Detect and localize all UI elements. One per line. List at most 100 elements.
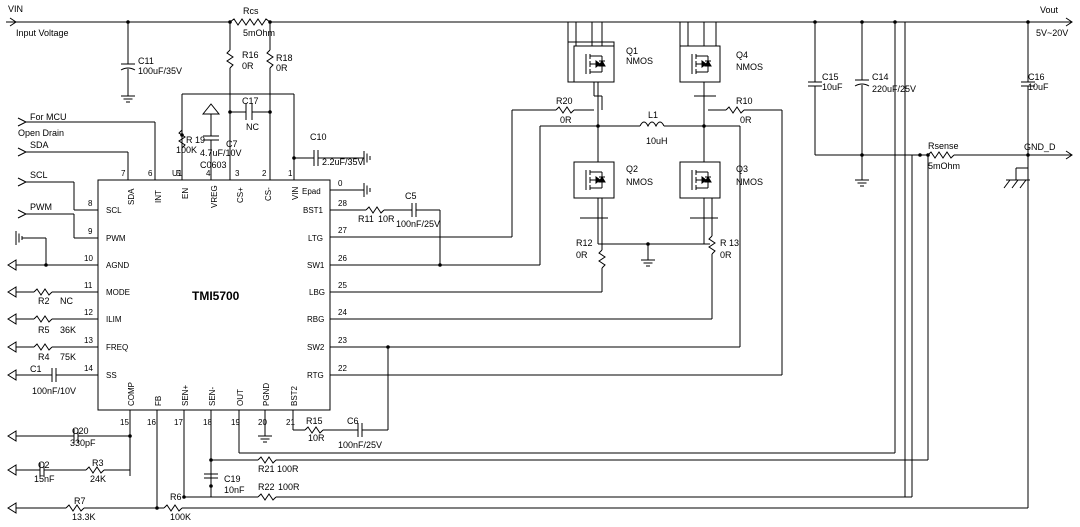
- pin13-num: 13: [84, 336, 93, 345]
- q1-ref: Q1: [626, 46, 638, 56]
- c20-val: 330pF: [70, 438, 96, 448]
- c15-val: 10uF: [822, 82, 843, 92]
- c10-ref: C10: [310, 132, 327, 142]
- r3-ref: R3: [92, 458, 104, 468]
- q2-nmos: [573, 161, 615, 199]
- left-pin-stubs: [46, 209, 98, 376]
- c11-val: 100uF/35V: [138, 66, 182, 76]
- c2-val: 15nF: [34, 474, 55, 484]
- pin0-name: Epad: [302, 187, 321, 196]
- q3-nmos: [679, 161, 721, 199]
- pin11-name: MODE: [106, 288, 130, 297]
- l1-inductor: [598, 121, 704, 128]
- pin25-num: 25: [338, 281, 347, 290]
- c16-capacitor: [1021, 20, 1035, 155]
- q1-wiring: [567, 22, 615, 162]
- c7-capacitor: [201, 103, 221, 166]
- sw-traces: [539, 125, 741, 347]
- c14-val: 220uF/25V: [872, 84, 916, 94]
- gnd-d-label: GND_D: [1024, 142, 1056, 152]
- pin27-num: 27: [338, 226, 347, 235]
- pin27-name: LTG: [308, 234, 323, 243]
- q1-val: NMOS: [626, 56, 653, 66]
- c7-val: 4.7uF/10V: [200, 148, 242, 158]
- pin6-name: INT: [154, 190, 163, 203]
- pin4-num: 4: [206, 169, 211, 178]
- pin6-num: 6: [148, 169, 153, 178]
- r18-resistor: [266, 20, 274, 166]
- pin22-num: 22: [338, 364, 347, 373]
- r11-ref: R11: [358, 214, 374, 224]
- c10-capacitor: [294, 150, 371, 166]
- r19-resistor: [178, 129, 186, 149]
- open-drain-label: Open Drain: [18, 128, 64, 138]
- q2-val: NMOS: [626, 177, 653, 187]
- c20-ref: C20: [72, 426, 89, 436]
- r12-ref: R12: [576, 238, 593, 248]
- sda-label: SDA: [30, 140, 49, 150]
- vin-rail: [6, 17, 1073, 27]
- r2-val: NC: [60, 296, 73, 306]
- c17-val: NC: [246, 122, 259, 132]
- r5-val: 36K: [60, 325, 76, 335]
- r16-val: 0R: [242, 61, 254, 71]
- r13-ref: R 13: [720, 238, 739, 248]
- pin0-num: 0: [338, 179, 343, 188]
- r2-ref: R2: [38, 296, 50, 306]
- r10-ref: R10: [736, 96, 753, 106]
- pin15-num: 15: [120, 418, 129, 427]
- vin-net-label: VIN: [8, 4, 23, 14]
- pin12-num: 12: [84, 308, 93, 317]
- chassis-ground: [1003, 167, 1030, 189]
- pin20-num: 20: [258, 418, 267, 427]
- sense-network: [182, 456, 928, 501]
- pin12-name: ILIM: [106, 315, 122, 324]
- r22-val: 100R: [278, 482, 300, 492]
- pin26-num: 26: [338, 254, 347, 263]
- pin17-num: 17: [174, 418, 183, 427]
- c2-ref: C2: [38, 460, 50, 470]
- c1-ref: C1: [30, 364, 42, 374]
- pin22-name: RTG: [307, 371, 324, 380]
- tmi5700-chip: [97, 179, 331, 411]
- epad-ground: [363, 182, 371, 198]
- pin24-name: RBG: [307, 315, 324, 324]
- c1-capacitor: [7, 368, 74, 382]
- r11-val: 10R: [378, 214, 395, 224]
- r22-ref: R22: [258, 482, 275, 492]
- r19-ref: R 19: [186, 135, 205, 145]
- pin25-name: LBG: [309, 288, 325, 297]
- q4-wiring: [679, 22, 717, 162]
- bst2-network: [293, 345, 390, 437]
- vout-net-label: Vout: [1040, 5, 1059, 15]
- r4-resistor: [7, 341, 74, 353]
- c5-val: 100nF/25V: [396, 219, 440, 229]
- r5-ref: R5: [38, 325, 50, 335]
- scl-label: SCL: [30, 170, 48, 180]
- pin15-name: COMP: [127, 382, 136, 406]
- pin10-name: AGND: [106, 261, 129, 270]
- c14-ref: C14: [872, 72, 889, 82]
- u1-label: U1: [172, 169, 183, 178]
- scl-net: [17, 177, 75, 210]
- c17-ref: C17: [242, 96, 259, 106]
- pin4-name: VREG: [210, 185, 219, 208]
- r18-val: 0R: [276, 63, 288, 73]
- c6-val: 100nF/25V: [338, 440, 382, 450]
- q2-ref: Q2: [626, 164, 638, 174]
- vin-port-arrow: [9, 17, 17, 27]
- r19-val: 100K: [176, 145, 197, 155]
- r3-val: 24K: [90, 474, 106, 484]
- q3-wiring: [690, 198, 718, 319]
- c14-capacitor: [854, 20, 870, 187]
- pin7-name: SDA: [127, 188, 136, 205]
- c5-ref: C5: [405, 191, 417, 201]
- r2-resistor: [7, 286, 74, 298]
- c15-ref: C15: [822, 72, 839, 82]
- q2-wiring: [580, 198, 710, 292]
- rcs-resistor: [229, 18, 271, 26]
- q4-val: NMOS: [736, 62, 763, 72]
- pin9-num: 9: [88, 227, 93, 236]
- pin23-name: SW2: [307, 343, 325, 352]
